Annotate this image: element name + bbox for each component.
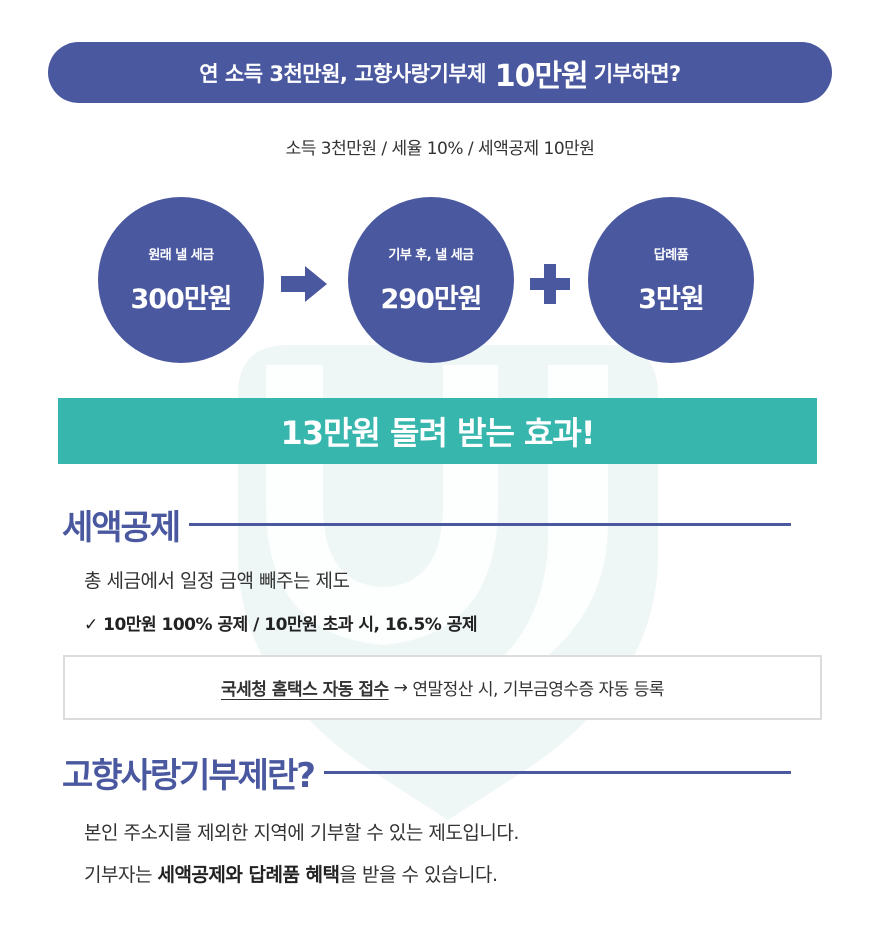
assumption-subtitle: 소득 3천만원 / 세율 10% / 세액공제 10만원 bbox=[285, 139, 595, 159]
notice-rest-text: 연말정산 시, 기부금영수증 자동 등록 bbox=[412, 680, 665, 700]
gift-circle: 답례품 3만원 bbox=[588, 197, 754, 363]
plus-icon bbox=[530, 264, 570, 304]
after-donation-tax-circle: 기부 후, 낼 세금 290만원 bbox=[348, 197, 514, 363]
tax-credit-description: 총 세금에서 일정 금액 빼주는 제도 bbox=[84, 570, 350, 592]
about-line-2-prefix: 기부자는 bbox=[84, 864, 158, 886]
circle-label: 원래 낼 세금 bbox=[148, 248, 214, 263]
original-tax-circle: 원래 낼 세금 300만원 bbox=[98, 197, 264, 363]
headline-banner: 연 소득 3천만원, 고향사랑기부제 10만원 기부하면? bbox=[48, 42, 832, 103]
headline-suffix: 기부하면? bbox=[593, 61, 681, 86]
section-divider bbox=[189, 523, 791, 526]
about-line-2-suffix: 을 받을 수 있습니다. bbox=[339, 864, 499, 886]
hometax-notice-box: 국세청 홈택스 자동 접수 → 연말정산 시, 기부금영수증 자동 등록 bbox=[63, 655, 822, 720]
about-line-2-bold: 세액공제와 답례품 혜택 bbox=[157, 864, 340, 886]
about-section-heading: 고향사랑기부제란? bbox=[62, 748, 791, 797]
arrow-right-icon: → bbox=[393, 677, 408, 698]
hometax-auto-submit-text: 국세청 홈택스 자동 접수 bbox=[220, 680, 389, 700]
circle-value: 300만원 bbox=[130, 284, 232, 315]
circle-label: 기부 후, 낼 세금 bbox=[388, 248, 474, 263]
headline-amount: 10만원 bbox=[494, 58, 589, 94]
tax-credit-section-heading: 세액공제 bbox=[62, 500, 791, 549]
circle-value: 3만원 bbox=[638, 284, 704, 315]
headline-prefix: 연 소득 3천만원, 고향사랑기부제 bbox=[199, 61, 486, 86]
section-divider bbox=[323, 771, 791, 774]
section-title: 세액공제 bbox=[62, 508, 181, 548]
about-line-1: 본인 주소지를 제외한 지역에 기부할 수 있는 제도입니다. bbox=[84, 822, 519, 844]
arrow-right-icon bbox=[281, 266, 327, 302]
result-banner: 13만원 돌려 받는 효과! bbox=[58, 398, 817, 464]
about-line-2: 기부자는 세액공제와 답례품 혜택을 받을 수 있습니다. bbox=[84, 860, 498, 887]
circle-value: 290만원 bbox=[380, 284, 482, 315]
tax-credit-detail: ✓ 10만원 100% 공제 / 10만원 초과 시, 16.5% 공제 bbox=[84, 615, 478, 635]
circle-label: 답례품 bbox=[653, 248, 689, 263]
section-title: 고향사랑기부제란? bbox=[62, 756, 316, 796]
watermark-logo-icon bbox=[238, 345, 658, 820]
